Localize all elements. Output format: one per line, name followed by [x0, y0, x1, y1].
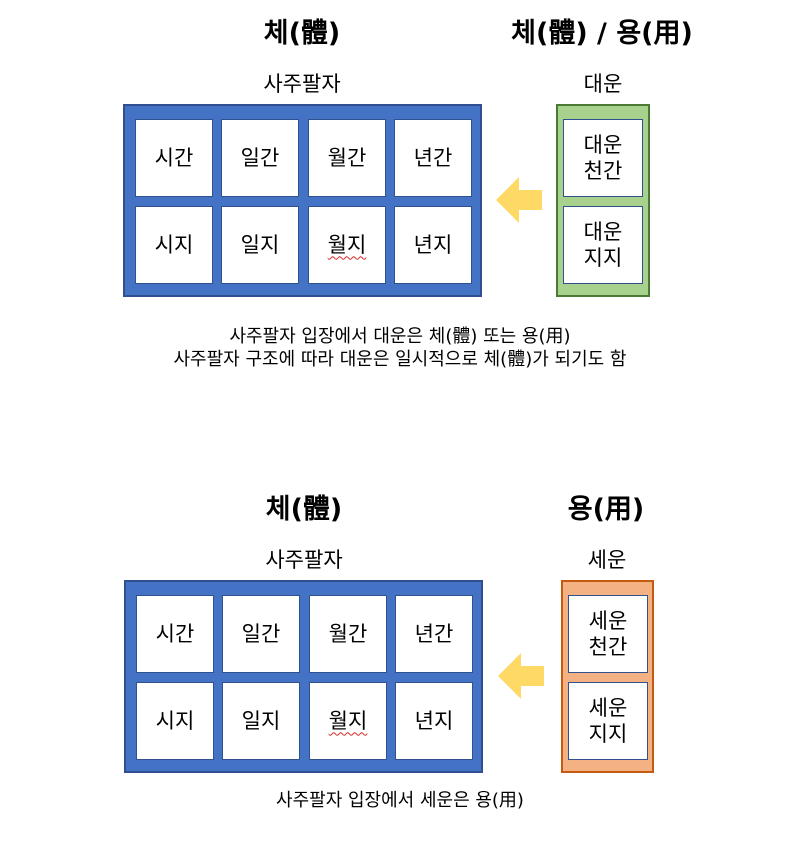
seun-jiji-line2: 지지 — [588, 722, 628, 746]
daeun-jiji-line1: 대운 — [583, 219, 623, 244]
seun-jiji-line1: 세운 — [588, 695, 628, 720]
top-cell-wol-ji: 월지 — [308, 206, 386, 284]
bottom-heading-yong: 용(用) — [567, 494, 645, 525]
top-daeun-label: 대운 — [583, 72, 623, 96]
daeun-cheongan-cell: 대운 천간 — [563, 119, 643, 197]
top-cell-il-gan: 일간 — [221, 119, 299, 197]
bottom-cell-wol-ji: 월지 — [309, 682, 387, 760]
bottom-cell-nyeon-gan: 년간 — [395, 595, 473, 673]
top-cell-wol-gan: 월간 — [308, 119, 386, 197]
top-heading-che-yong: 체(體) / 용(用) — [511, 18, 693, 49]
bottom-heading-che: 체(體) — [265, 494, 343, 525]
seun-jiji-cell: 세운 지지 — [568, 682, 648, 760]
daeun-jiji-line2: 지지 — [583, 246, 623, 270]
bottom-cell-nyeon-ji: 년지 — [395, 682, 473, 760]
daeun-box: 대운 천간 대운 지지 — [556, 104, 650, 297]
top-cell-si-ji: 시지 — [135, 206, 213, 284]
seun-cheongan-line2: 천간 — [588, 635, 628, 659]
top-arrow-left-icon — [496, 177, 542, 223]
bottom-caption: 사주팔자 입장에서 세운은 용(用) — [276, 790, 524, 811]
top-cell-wol-ji-text: 월지 — [327, 232, 367, 257]
top-cell-nyeon-gan: 년간 — [394, 119, 472, 197]
top-cell-nyeon-ji: 년지 — [394, 206, 472, 284]
daeun-cheongan-line1: 대운 — [583, 132, 623, 157]
seun-box: 세운 천간 세운 지지 — [561, 580, 654, 773]
bottom-saju-label: 사주팔자 — [265, 548, 343, 572]
top-caption-line1: 사주팔자 입장에서 대운은 체(體) 또는 용(用) — [229, 326, 571, 347]
seun-cheongan-line1: 세운 — [588, 608, 628, 633]
bottom-cell-il-gan: 일간 — [222, 595, 300, 673]
seun-cheongan-cell: 세운 천간 — [568, 595, 648, 673]
bottom-arrow-left-icon — [498, 653, 544, 699]
bottom-seun-label: 세운 — [587, 548, 627, 572]
top-saju-box: 시간 일간 월간 년간 시지 일지 월지 년지 — [123, 104, 482, 297]
top-saju-label: 사주팔자 — [263, 72, 341, 96]
top-caption-line2: 사주팔자 구조에 따라 대운은 일시적으로 체(體)가 되기도 함 — [173, 349, 627, 370]
daeun-jiji-cell: 대운 지지 — [563, 206, 643, 284]
bottom-saju-box: 시간 일간 월간 년간 시지 일지 월지 년지 — [124, 580, 483, 773]
bottom-cell-wol-gan: 월간 — [309, 595, 387, 673]
top-heading-che: 체(體) — [263, 18, 341, 49]
top-cell-si-gan: 시간 — [135, 119, 213, 197]
bottom-cell-si-gan: 시간 — [136, 595, 214, 673]
daeun-cheongan-line2: 천간 — [583, 159, 623, 183]
bottom-cell-wol-ji-text: 월지 — [328, 708, 368, 733]
bottom-cell-si-ji: 시지 — [136, 682, 214, 760]
bottom-cell-il-ji: 일지 — [222, 682, 300, 760]
top-cell-il-ji: 일지 — [221, 206, 299, 284]
